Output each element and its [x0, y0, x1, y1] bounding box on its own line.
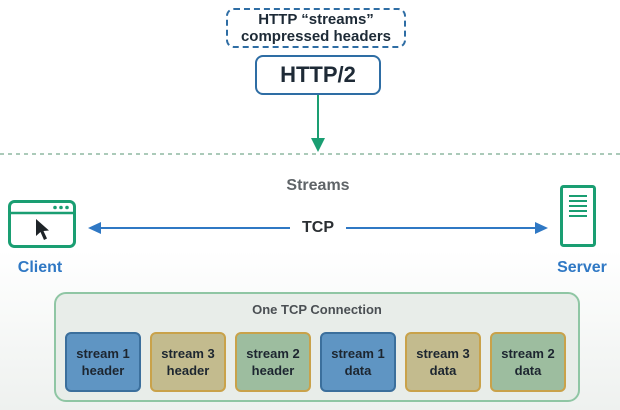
frame-type-label: data — [429, 363, 457, 378]
frame-type-label: data — [514, 363, 542, 378]
frame-stream1-header: stream 1 header — [65, 332, 141, 392]
frame-stream-label: stream 2 — [246, 346, 300, 361]
frame-stream3-data: stream 3 data — [405, 332, 481, 392]
frame-stream3-header: stream 3 header — [150, 332, 226, 392]
tcp-connection-box: One TCP Connection stream 1 header strea… — [54, 292, 580, 402]
frame-stream-label: stream 3 — [416, 346, 470, 361]
note-line-1: HTTP “streams” — [258, 11, 374, 28]
frame-stream2-header: stream 2 header — [235, 332, 311, 392]
frame-type-label: header — [251, 363, 295, 378]
streams-label: Streams — [286, 177, 350, 194]
browser-window-cursor-icon — [8, 200, 76, 248]
compressed-headers-note: HTTP “streams” compressed headers — [226, 8, 406, 48]
frame-stream-label: stream 1 — [331, 346, 385, 361]
frame-sequence: stream 1 header stream 3 header stream 2… — [65, 332, 571, 392]
frame-type-label: header — [81, 363, 125, 378]
tcp-arrow-right-head — [535, 222, 548, 234]
http2-label: HTTP/2 — [280, 62, 356, 87]
server-label: Server — [557, 259, 607, 276]
http2-box: HTTP/2 — [255, 55, 381, 95]
frame-type-label: header — [166, 363, 210, 378]
down-arrow-head — [311, 138, 325, 152]
connection-title: One TCP Connection — [252, 302, 382, 317]
frame-stream2-data: stream 2 data — [490, 332, 566, 392]
frame-type-label: data — [344, 363, 372, 378]
frame-stream-label: stream 2 — [501, 346, 555, 361]
frame-stream-label: stream 1 — [76, 346, 130, 361]
frame-stream1-data: stream 1 data — [320, 332, 396, 392]
note-line-2: compressed headers — [240, 28, 392, 45]
server-icon — [560, 185, 596, 247]
tcp-arrow-left-head — [88, 222, 101, 234]
frame-stream-label: stream 3 — [161, 346, 215, 361]
tcp-label: TCP — [290, 217, 346, 239]
client-label: Client — [17, 259, 63, 276]
